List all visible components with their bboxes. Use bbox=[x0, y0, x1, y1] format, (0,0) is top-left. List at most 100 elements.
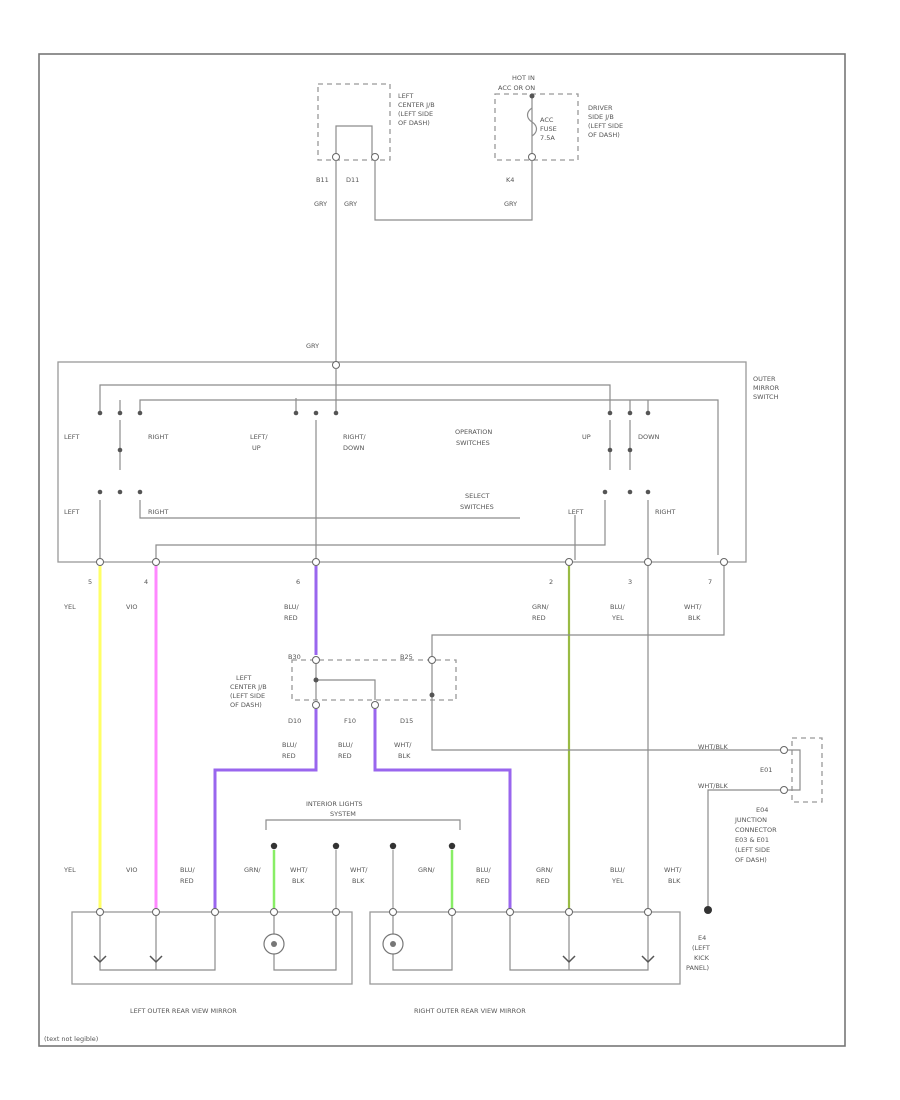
mw-bluyel-2: YEL bbox=[611, 877, 624, 885]
jb2-pin-d15: D15 bbox=[400, 717, 413, 725]
jb2-wire2-a: BLU/ bbox=[338, 741, 354, 749]
jb2-wire1-b: RED bbox=[282, 752, 296, 760]
junction-line5: (LEFT SIDE bbox=[735, 846, 770, 854]
fuse-line3: 7.5A bbox=[540, 134, 555, 142]
lcjb-line2: CENTER J/B bbox=[398, 101, 435, 109]
mw-grn-1: GRN/ bbox=[244, 866, 261, 874]
swwire-bluyel-2: YEL bbox=[611, 614, 624, 622]
swwire-whtblk-2: BLK bbox=[688, 614, 701, 622]
mw-blured-4: RED bbox=[476, 877, 490, 885]
mw-grnred-2: RED bbox=[536, 877, 550, 885]
jb2-pin-d10: D10 bbox=[288, 717, 301, 725]
wire-blu-red-to-left-mirror bbox=[213, 709, 318, 910]
wire-gry-3: GRY bbox=[504, 200, 517, 208]
sw-left-up-2: UP bbox=[252, 444, 261, 452]
sw-left-select: LEFT bbox=[568, 508, 583, 516]
oms-line1: OUTER bbox=[753, 375, 776, 383]
sw-left-top: LEFT bbox=[64, 433, 79, 441]
gry-wire-loop bbox=[374, 160, 533, 221]
wire-blu-red-to-right-mirror bbox=[373, 709, 512, 910]
left-center-jb-top bbox=[317, 83, 391, 161]
sw-down: DOWN bbox=[638, 433, 660, 441]
switch-contacts bbox=[97, 410, 651, 495]
switch-output-pins bbox=[96, 558, 728, 566]
jb2-wire2-b: RED bbox=[338, 752, 352, 760]
sw-left-bottom: LEFT bbox=[64, 508, 79, 516]
mw-whtblk-2b: BLK bbox=[352, 877, 365, 885]
swpin-5: 5 bbox=[88, 578, 92, 586]
pin-d11: D11 bbox=[346, 176, 359, 184]
dsjb-line2: SIDE J/B bbox=[588, 113, 614, 121]
swpin-2: 2 bbox=[549, 578, 553, 586]
ground-line2: (LEFT bbox=[692, 944, 710, 952]
interior-lights-bracket bbox=[265, 819, 461, 830]
fuse-line1: ACC bbox=[540, 116, 554, 124]
sw-right-select: RIGHT bbox=[655, 508, 675, 516]
sw-select-1: SELECT bbox=[465, 492, 489, 500]
oms-line3: SWITCH bbox=[753, 393, 779, 401]
wire-gry-1: GRY bbox=[314, 200, 327, 208]
diagram-frame bbox=[38, 53, 846, 1047]
mw-blured-1: BLU/ bbox=[180, 866, 196, 874]
mw-grnred-1: GRN/ bbox=[536, 866, 553, 874]
jb2-wire3-b: BLK bbox=[398, 752, 411, 760]
mw-vio: VIO bbox=[126, 866, 137, 874]
diagram-code: (text not legible) bbox=[44, 1035, 98, 1043]
wire-wht-blk-junction bbox=[431, 700, 780, 751]
mw-blured-2: RED bbox=[180, 877, 194, 885]
ground-e4 bbox=[704, 906, 712, 914]
dsjb-line1: DRIVER bbox=[588, 104, 613, 112]
mw-yel: YEL bbox=[63, 866, 76, 874]
jb2-line2: CENTER J/B bbox=[230, 683, 267, 691]
hot-in-sub: ACC OR ON bbox=[498, 84, 535, 92]
swpin-3: 3 bbox=[628, 578, 632, 586]
pin-b11: B11 bbox=[316, 176, 329, 184]
dsjb-line4: OF DASH) bbox=[588, 131, 620, 139]
hot-in-label: HOT IN bbox=[512, 74, 535, 82]
jb2-line1: LEFT bbox=[236, 674, 251, 682]
swwire-blured-2: RED bbox=[284, 614, 298, 622]
swwire-whtblk-1: WHT/ bbox=[684, 603, 702, 611]
junction-connector bbox=[780, 737, 823, 803]
mw-grn-2: GRN/ bbox=[418, 866, 435, 874]
swwire-blured-1: BLU/ bbox=[284, 603, 300, 611]
swwire-grnred-2: RED bbox=[532, 614, 546, 622]
jb2-line3: (LEFT SIDE bbox=[230, 692, 265, 700]
jb2-wire1-a: BLU/ bbox=[282, 741, 298, 749]
switch-input-pin bbox=[332, 361, 340, 369]
lcjb-line1: LEFT bbox=[398, 92, 413, 100]
ground-line3: KICK bbox=[694, 954, 710, 962]
sw-operation-1: OPERATION bbox=[455, 428, 492, 436]
interior-lights-wires bbox=[270, 842, 456, 910]
sw-operation-2: SWITCHES bbox=[456, 439, 490, 447]
right-mirror-label: RIGHT OUTER REAR VIEW MIRROR bbox=[414, 1007, 526, 1015]
wire-wht-blk-switch bbox=[431, 566, 725, 660]
wire-ground bbox=[707, 789, 780, 908]
sw-right-bottom: RIGHT bbox=[148, 508, 168, 516]
swpin-4: 4 bbox=[144, 578, 148, 586]
interior-lights-2: SYSTEM bbox=[330, 810, 356, 818]
swpin-6: 6 bbox=[296, 578, 300, 586]
pin-k4: K4 bbox=[506, 176, 514, 184]
mw-whtblk-1b: BLK bbox=[292, 877, 305, 885]
swwire-yel: YEL bbox=[63, 603, 76, 611]
fuse-line2: FUSE bbox=[540, 125, 557, 133]
junction-e01: E01 bbox=[760, 766, 772, 774]
sw-select-2: SWITCHES bbox=[460, 503, 494, 511]
sw-right-down-2: DOWN bbox=[343, 444, 365, 452]
wire-gry-2: GRY bbox=[344, 200, 357, 208]
sw-right-down-1: RIGHT/ bbox=[343, 433, 366, 441]
switch-internal-wiring bbox=[99, 368, 719, 560]
interior-lights-1: INTERIOR LIGHTS bbox=[306, 800, 363, 808]
swwire-grnred-1: GRN/ bbox=[532, 603, 549, 611]
mw-blured-3: BLU/ bbox=[476, 866, 492, 874]
swwire-bluyel-1: BLU/ bbox=[610, 603, 626, 611]
lcjb-line4: OF DASH) bbox=[398, 119, 430, 127]
dsjb-line3: (LEFT SIDE bbox=[588, 122, 623, 130]
mw-whtblk-1a: WHT/ bbox=[290, 866, 308, 874]
left-center-jb-middle bbox=[291, 656, 457, 709]
gry-label: GRY bbox=[306, 342, 319, 350]
junction-line1: E04 bbox=[756, 806, 768, 814]
outer-mirror-switch-box bbox=[57, 361, 747, 563]
